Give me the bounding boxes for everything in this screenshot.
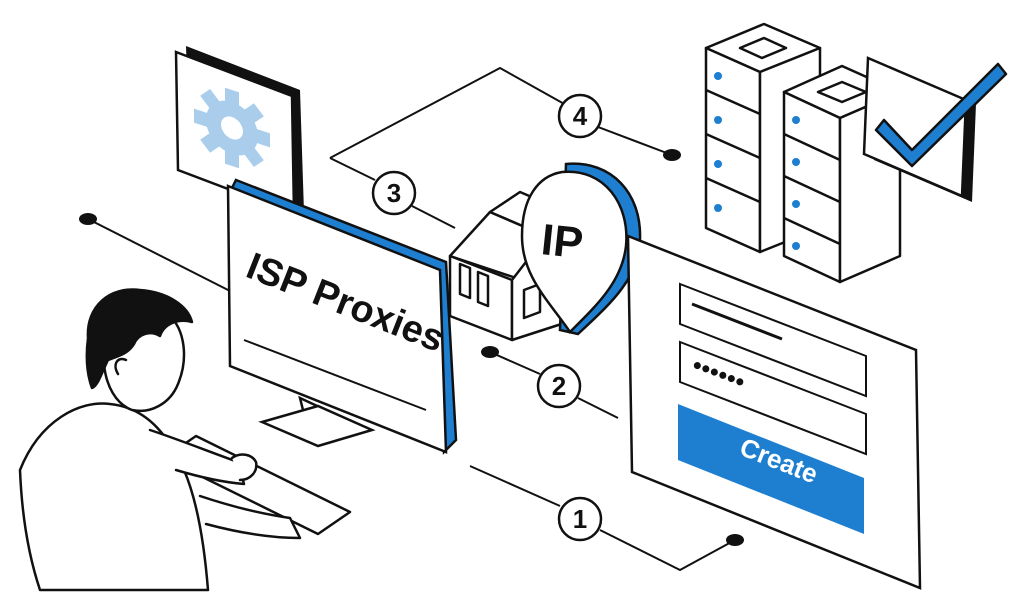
monitor-screen (226, 184, 448, 454)
username-field (679, 282, 867, 398)
step-number-1: 1 (573, 504, 587, 534)
server-rack-front (782, 64, 902, 284)
step-number-2: 2 (552, 371, 566, 401)
step-badge-4: 4 (557, 93, 603, 139)
server-rack-icon (704, 22, 902, 284)
pin-label: IP (539, 215, 585, 268)
monitor: ISP Proxies (226, 178, 458, 455)
user-avatar (18, 288, 352, 592)
location-pin-icon: IP (520, 162, 642, 336)
step-number-4: 4 (573, 101, 588, 131)
settings-card (174, 46, 304, 216)
step-number-3: 3 (387, 178, 401, 208)
step-badge-2: 2 (536, 363, 582, 409)
connector-lines (87, 66, 736, 572)
step-badge-1: 1 (557, 496, 603, 542)
create-button (678, 404, 864, 534)
checkmark-icon (874, 62, 1008, 168)
monitor-underline (243, 339, 427, 411)
check-card (862, 56, 1008, 202)
step-badge-3: 3 (371, 170, 417, 216)
user-hair (85, 288, 194, 390)
signup-form-card: •••••• Create (626, 234, 922, 590)
gear-icon (194, 87, 270, 169)
connector-dots (79, 149, 744, 546)
monitor-base (258, 404, 376, 448)
username-text (691, 302, 783, 341)
password-field (679, 340, 867, 456)
